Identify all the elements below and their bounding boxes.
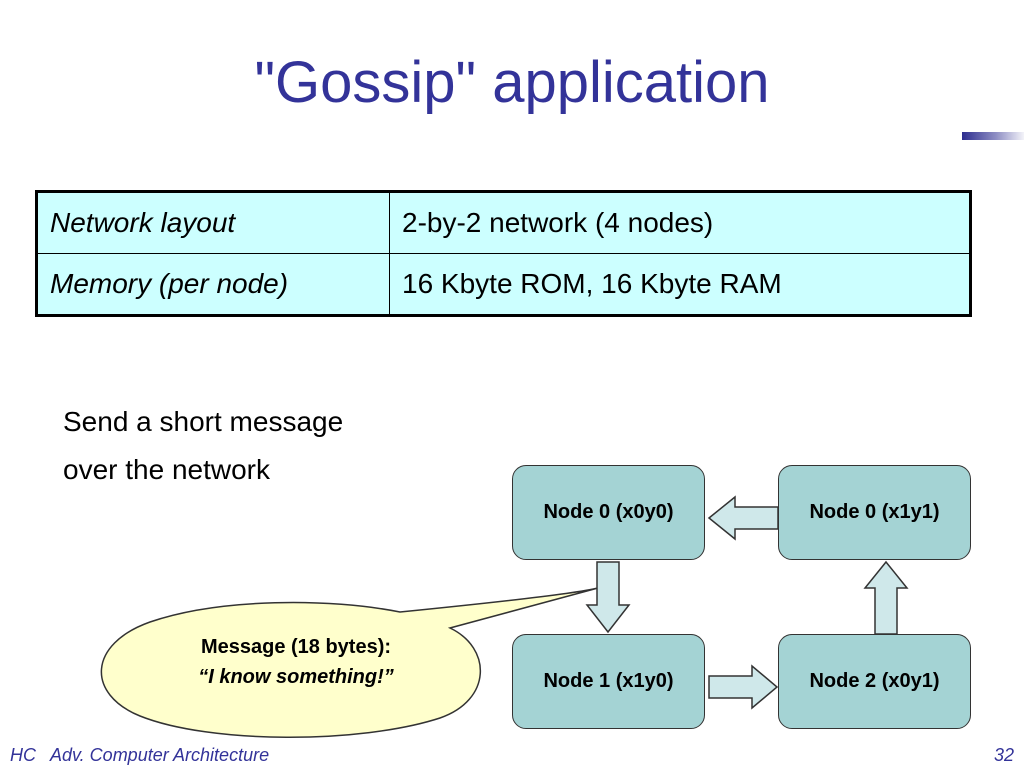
node-bottom-left: Node 1 (x1y0) [512, 634, 705, 729]
arrow-left-icon [707, 495, 779, 541]
table-cell-value: 16 Kbyte ROM, 16 Kbyte RAM [389, 253, 971, 316]
node-bottom-right: Node 2 (x0y1) [778, 634, 971, 729]
arrow-down-icon [585, 561, 631, 634]
spec-table: Network layout 2-by-2 network (4 nodes) … [35, 190, 972, 317]
body-line-1: Send a short message [63, 406, 344, 437]
table-cell-key: Network layout [36, 191, 390, 254]
callout-text: Message (18 bytes): “I know something!” [110, 632, 482, 692]
node-top-left: Node 0 (x0y0) [512, 465, 705, 560]
arrow-up-icon [863, 560, 909, 635]
table-cell-key: Memory (per node) [36, 253, 390, 316]
table-cell-value: 2-by-2 network (4 nodes) [389, 191, 971, 254]
body-text: Send a short message over the network [63, 398, 343, 494]
arrow-right-icon [708, 664, 779, 710]
callout-line-2: “I know something!” [198, 666, 394, 688]
footer-left: HC Adv. Computer Architecture [10, 745, 269, 766]
table-row: Memory (per node) 16 Kbyte ROM, 16 Kbyte… [36, 253, 971, 316]
table-row: Network layout 2-by-2 network (4 nodes) [36, 191, 971, 254]
callout-line-1: Message (18 bytes): [200, 636, 392, 658]
title-underline [962, 132, 1024, 140]
footer-course-title: Adv. Computer Architecture [50, 745, 270, 765]
page-number: 32 [993, 745, 1014, 765]
footer-course-code: HC [10, 745, 36, 765]
node-top-right: Node 0 (x1y1) [778, 465, 971, 560]
body-line-2: over the network [63, 454, 270, 485]
slide-title: "Gossip" application [254, 50, 770, 115]
